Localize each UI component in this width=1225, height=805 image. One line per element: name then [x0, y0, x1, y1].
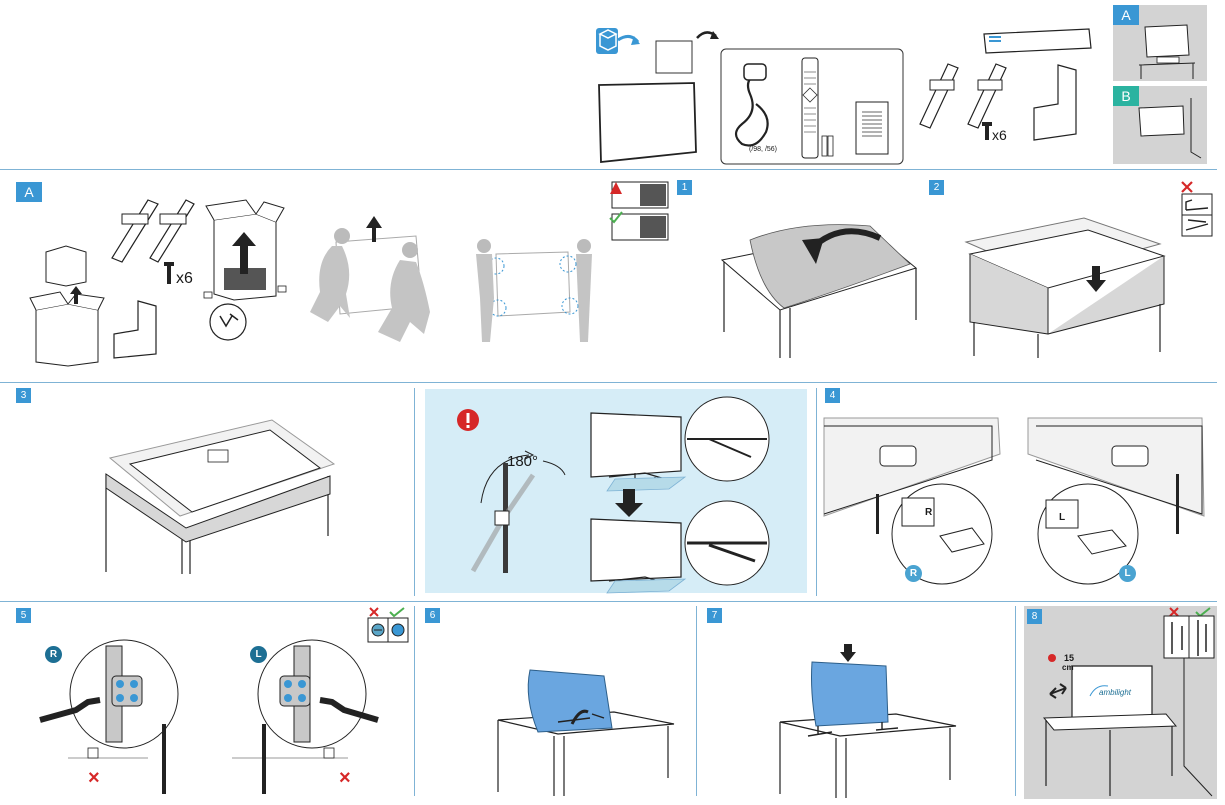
- handling-caution-icon: [609, 181, 669, 241]
- cable-region-label: (/98, /56): [749, 146, 778, 153]
- warning-icon: [457, 409, 479, 431]
- stand-orientation-correct-image: [590, 396, 770, 594]
- stand-legs-image: [919, 63, 1007, 129]
- wall-tv-icon: [1138, 98, 1202, 159]
- right-side-badge: R: [45, 646, 62, 663]
- stand-legs-image: [111, 199, 195, 263]
- divider-v-3: [414, 606, 415, 796]
- carry-upright-image: [476, 239, 592, 342]
- divider-v-1: [414, 388, 415, 596]
- distance-unit: cm: [1062, 663, 1074, 672]
- soft-cloth-on-table-image: [720, 224, 918, 358]
- option-a-panel[interactable]: A: [1113, 5, 1207, 81]
- step-7-badge: 7: [707, 608, 722, 623]
- step-2-badge: 2: [929, 180, 944, 195]
- open-box-image: [29, 286, 105, 367]
- step-4-badge: 4: [825, 388, 840, 403]
- divider-1: [0, 169, 1217, 170]
- attach-left-stand-image: [1027, 417, 1205, 585]
- left-side-badge: L: [1119, 565, 1136, 582]
- lay-tv-on-table-image: [964, 217, 1166, 358]
- option-a-label: A: [1113, 5, 1139, 25]
- rotate-stand-image: [470, 450, 566, 573]
- divider-3: [0, 601, 1217, 602]
- stand-rotation-warning-panel: 180°: [425, 389, 807, 594]
- screw-check-icon: [367, 607, 409, 643]
- wrong-x-icon: ×: [339, 767, 351, 789]
- wall-distance-image: [1042, 626, 1213, 797]
- remove-cover-tv-image: [497, 669, 675, 796]
- stand-box-icon: [983, 28, 1092, 54]
- bracket-image: [113, 300, 157, 359]
- screw-icon: [982, 122, 992, 140]
- arrow-icon: [696, 31, 719, 39]
- right-side-badge: R: [905, 565, 922, 582]
- step-8-badge: 8: [1027, 609, 1042, 624]
- screw-left-stand-image: [232, 639, 379, 794]
- side-l-small-label: L: [1059, 512, 1066, 523]
- screws-count: x6: [992, 127, 1007, 143]
- distance-value: 15: [1064, 653, 1075, 663]
- divider-v-4: [696, 606, 697, 796]
- unbox-icon: [596, 28, 640, 54]
- lift-from-box-image: [203, 199, 287, 341]
- box-icon: [655, 40, 693, 74]
- brand-text: ambilight: [1099, 688, 1132, 697]
- divider-v-5: [1015, 606, 1016, 796]
- accessories-frame: [720, 48, 904, 165]
- lift-cover-off-image: [779, 644, 957, 798]
- screw-right-stand-image: [39, 639, 179, 794]
- step-3-badge: 3: [16, 388, 31, 403]
- step-6-badge: 6: [425, 608, 440, 623]
- step-1-badge: 1: [677, 180, 692, 195]
- screw-icon: [164, 262, 174, 284]
- tv-face-down-image: [105, 419, 336, 574]
- divider-2: [0, 382, 1217, 383]
- option-b-label: B: [1113, 86, 1139, 106]
- tv-panel-image: [598, 82, 697, 163]
- option-a-badge: A: [16, 182, 42, 202]
- attach-right-stand-image: [823, 417, 1001, 585]
- option-b-panel[interactable]: B: [1113, 86, 1207, 164]
- side-r-small-label: R: [925, 507, 933, 518]
- left-side-badge: L: [250, 646, 267, 663]
- divider-v-2: [816, 388, 817, 596]
- wall-mount-check-icon: [1163, 607, 1215, 659]
- bracket-image: [1033, 64, 1077, 141]
- rotation-label: 180°: [507, 453, 539, 470]
- table-caution-icon: [1181, 181, 1213, 237]
- table-tv-icon: [1138, 24, 1196, 79]
- step-5-badge: 5: [16, 608, 31, 623]
- placement-panel: 8 15 cm ambilight: [1024, 606, 1217, 799]
- wrong-x-icon: ×: [88, 767, 100, 789]
- box-image: [45, 245, 87, 287]
- two-people-lifting-image: [310, 216, 430, 342]
- screws-count: x6: [176, 270, 193, 287]
